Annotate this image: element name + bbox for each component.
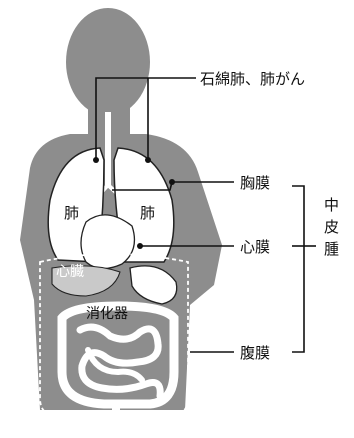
label-mesothelium-char-2: 皮 [324, 218, 339, 236]
label-pericardium: 心膜 [240, 238, 270, 256]
label-peritoneum: 腹膜 [240, 344, 270, 362]
heart-shape [81, 215, 134, 269]
label-pleura: 胸膜 [240, 174, 270, 192]
label-mesothelium: 中 皮 腫 [324, 196, 339, 258]
label-lung-right: 肺 [140, 204, 155, 222]
label-asbestosis: 石綿肺、肺がん [200, 70, 305, 88]
label-heart: 心臓 [56, 264, 84, 280]
label-digestive: 消化器 [86, 306, 128, 322]
label-mesothelium-char-1: 中 [324, 196, 339, 214]
label-mesothelium-char-3: 腫 [324, 240, 339, 258]
label-lung-left: 肺 [64, 204, 79, 222]
